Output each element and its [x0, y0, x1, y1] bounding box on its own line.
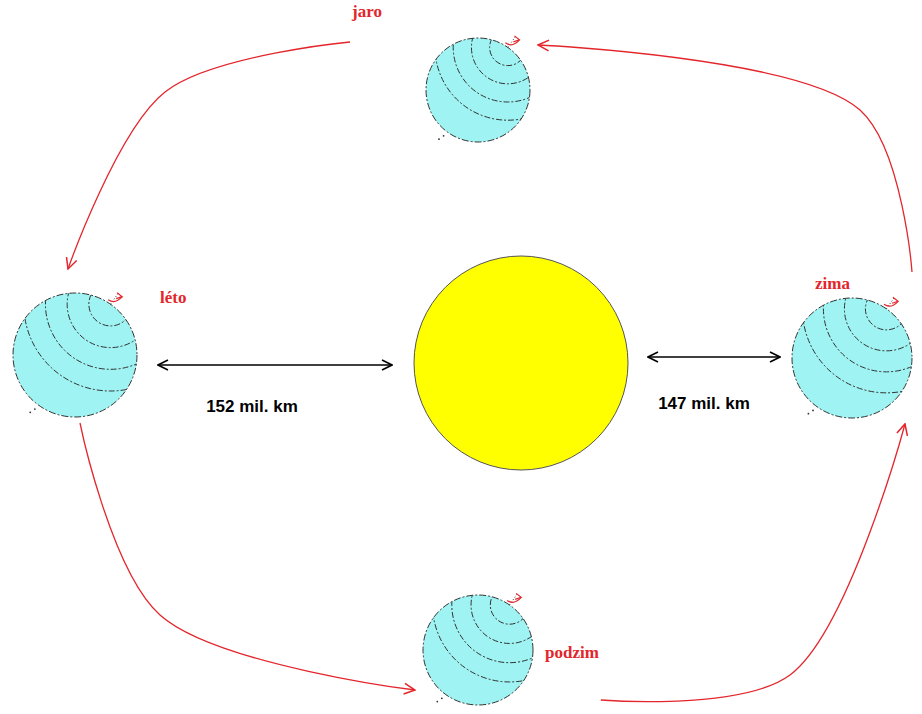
- axis-dot: [29, 411, 31, 413]
- axis-dot: [34, 408, 36, 410]
- distance-arrow: [648, 356, 780, 358]
- rotation-arrow-head: [515, 593, 521, 599]
- season-label-group: jaro: [352, 2, 382, 22]
- distance-arrow: [158, 364, 392, 366]
- globe-drawing: [7, 271, 143, 421]
- globe-drawing: [417, 573, 539, 709]
- sun-disc: [414, 256, 628, 470]
- season-label: jaro: [352, 2, 382, 22]
- globe-fill: [423, 595, 533, 705]
- globe-fill: [792, 298, 912, 418]
- distance-label: 152 mil. km: [204, 397, 300, 417]
- distance-label-box: 147 mil. km: [656, 394, 752, 414]
- axis-dot: [812, 410, 814, 412]
- latitude-line: [802, 225, 922, 393]
- earth-globe: zima: [784, 272, 920, 424]
- globe-drawing: [786, 276, 918, 422]
- earth-globe: podzim: [415, 571, 601, 711]
- globe-latitudes: [435, 0, 581, 120]
- latitude-line: [490, 29, 526, 65]
- rotation-arrow-head: [116, 293, 122, 299]
- rotation-arrow-head: [892, 297, 898, 303]
- latitude-line: [823, 246, 922, 372]
- axis-dot: [443, 135, 445, 137]
- globe-outline: [423, 595, 533, 705]
- season-label: zima: [815, 274, 850, 294]
- distance-label-box: 152 mil. km: [204, 397, 300, 417]
- axis-dot: [441, 697, 443, 699]
- rotation-arrow-head: [513, 36, 519, 42]
- globe-fill: [13, 293, 137, 417]
- latitude-line: [435, 0, 581, 120]
- globe-drawing: [420, 16, 536, 146]
- orbit-arrow: [80, 423, 415, 690]
- season-label-group: léto: [160, 288, 186, 308]
- globe-outline: [13, 293, 137, 417]
- season-label: léto: [160, 288, 186, 308]
- earth-globe: jaro: [350, 0, 538, 148]
- orbit-arrow: [601, 424, 905, 702]
- latitude-line: [844, 267, 922, 351]
- latitude-line: [453, 0, 562, 102]
- globe-outline: [426, 38, 530, 142]
- axis-dot: [436, 701, 438, 703]
- distance-label: 147 mil. km: [656, 394, 752, 414]
- globe-fill: [426, 38, 530, 142]
- earth-globe: léto: [5, 269, 188, 423]
- orbit-arrow: [68, 42, 350, 269]
- axis-dot: [438, 138, 440, 140]
- globe-latitudes: [802, 225, 922, 393]
- season-label: podzim: [545, 643, 599, 663]
- globe-outline: [792, 298, 912, 418]
- orbit-arrow: [538, 45, 912, 272]
- axis-dot: [808, 413, 810, 415]
- season-label-group: podzim: [545, 643, 599, 663]
- season-label-group: zima: [815, 274, 850, 294]
